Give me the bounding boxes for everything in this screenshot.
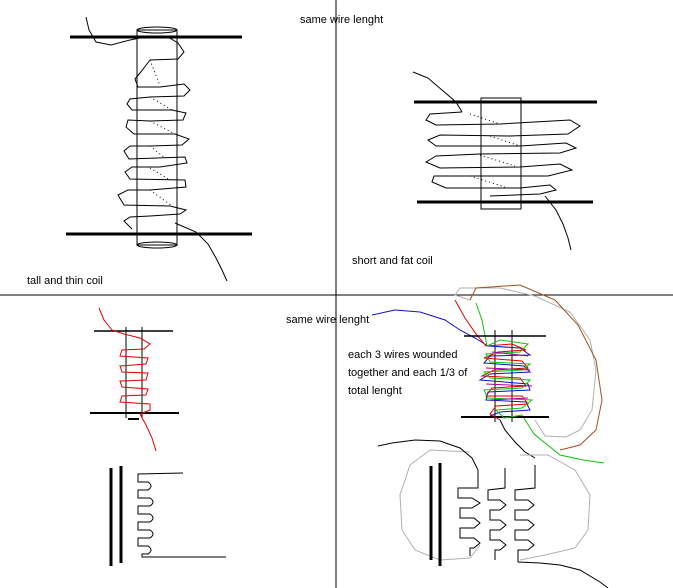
core-bottom-ellipse (136, 241, 178, 249)
red-wire-lead (454, 299, 487, 347)
lead-out-wire (544, 195, 572, 251)
black-lead-in (377, 439, 479, 471)
red-winding (98, 307, 157, 452)
winding-symbol-3 (514, 465, 609, 588)
blue-wire-lead (371, 309, 489, 347)
trifilar-coil (371, 284, 605, 464)
green-wire-lead (475, 302, 605, 464)
core-top-ellipse (136, 26, 178, 34)
trifilar-note-label: each 3 wires wounded together and each 1… (348, 349, 468, 397)
red-coil (90, 307, 179, 452)
purple-winding (485, 351, 533, 401)
short-fat-coil-label: short and fat coil (352, 255, 433, 267)
middle-title-label: same wire lenght (286, 314, 370, 326)
winding-back-dots (149, 59, 176, 207)
blue-winding (478, 345, 532, 417)
tall-thin-coil (66, 16, 252, 282)
gray-wire-loop (454, 287, 597, 438)
winding-symbol-1 (457, 470, 481, 556)
winding-turns (424, 111, 581, 197)
red-winding (480, 343, 530, 421)
black-lead (499, 419, 536, 459)
brown-wire (469, 284, 603, 451)
winding-symbol (137, 472, 226, 558)
tall-thin-coil-label: tall and thin coil (27, 275, 103, 287)
winding-turns (117, 59, 191, 230)
lead-in-wire (85, 16, 185, 61)
core-cylinder (136, 29, 178, 246)
green-winding (482, 339, 534, 419)
short-fat-coil (412, 71, 597, 251)
transformer-symbol-left (109, 466, 226, 566)
winding-symbol-2 (487, 468, 507, 560)
gray-outline-loop (399, 449, 591, 561)
lead-out-wire (174, 222, 228, 282)
top-title-label: same wire lenght (300, 14, 384, 26)
lead-in-wire (412, 71, 463, 113)
transformer-symbol-right (377, 439, 609, 588)
